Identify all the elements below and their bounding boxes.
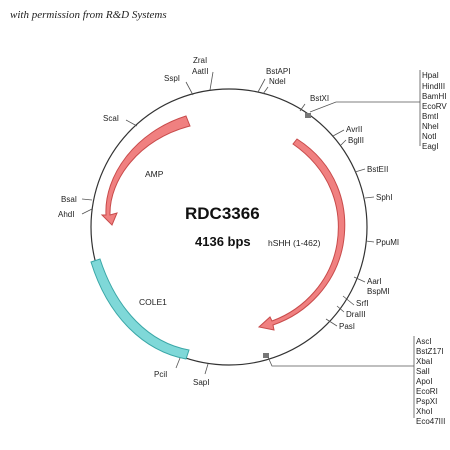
mcs-bottom-item: XhoI: [416, 407, 432, 416]
pasi-tick: [325, 318, 338, 327]
site-label-sphi: SphI: [376, 193, 392, 202]
mcs-bottom-leader: [267, 356, 414, 367]
sapi-tick: [204, 363, 209, 375]
mcs-top-item: BmtI: [422, 112, 438, 121]
mcs-top-item: HpaI: [422, 71, 439, 80]
site-label-aari: AarI: [367, 277, 382, 286]
zral-tick: [209, 71, 214, 91]
site-label-pcii: PciI: [154, 370, 167, 379]
site-label-ahdi: AhdI: [58, 210, 74, 219]
aari-tick: [353, 276, 366, 283]
amp-arrow: [100, 115, 191, 226]
mcs-top-item: EagI: [422, 142, 438, 151]
mcs-bottom-marker: [263, 353, 269, 358]
mcs-bottom-item: AscI: [416, 337, 432, 346]
bglii-tick: [340, 139, 347, 146]
bsteii-tick: [354, 168, 366, 173]
site-label-draiii: DraIII: [346, 310, 366, 319]
site-label-bstapi: BstAPI: [266, 67, 290, 76]
cole1-arc: [90, 258, 190, 360]
sspi-tick: [185, 81, 194, 96]
mcs-bottom-item: SalI: [416, 367, 430, 376]
site-label-aatii: AatII: [192, 67, 208, 76]
site-label-avrii: AvrII: [346, 125, 362, 134]
mcs-bottom-item: PspXI: [416, 397, 437, 406]
scai-tick: [125, 119, 138, 127]
site-label-ppumi: PpuMI: [376, 238, 399, 247]
feature-label-cole1: COLE1: [139, 297, 167, 307]
mcs-bottom-item: EcoRI: [416, 387, 438, 396]
sphi-tick: [364, 196, 375, 199]
avrii-tick: [332, 129, 345, 137]
hshh-arrow: [257, 138, 346, 331]
bstapi-tick: [257, 78, 266, 93]
site-label-zral: ZraI: [193, 56, 207, 65]
mcs-top-item: NotI: [422, 132, 437, 141]
plasmid-name: RDC3366: [185, 204, 260, 223]
mcs-bottom-item: Eco47III: [416, 417, 445, 426]
site-label-bspmi: BspMI: [367, 287, 390, 296]
site-label-scai: ScaI: [103, 114, 119, 123]
site-label-sapi: SapI: [193, 378, 209, 387]
site-label-ndei: NdeI: [269, 77, 286, 86]
permission-note: with permission from R&D Systems: [10, 9, 167, 21]
mcs-top-item: EcoRV: [422, 102, 447, 111]
srfi-tick: [342, 295, 355, 306]
bsai-tick: [81, 198, 93, 201]
site-label-srfi: SrfI: [356, 299, 368, 308]
site-label-bsai: BsaI: [61, 195, 77, 204]
site-label-bsteii: BstEII: [367, 165, 388, 174]
mcs-bottom-item: ApoI: [416, 377, 432, 386]
site-label-bglii: BglII: [348, 136, 364, 145]
feature-label-hshh: hSHH (1-462): [268, 238, 321, 248]
mcs-top-leader: [309, 101, 420, 113]
ndei-tick: [262, 86, 269, 95]
plasmid-backbone: [90, 88, 368, 366]
pcii-tick: [175, 357, 181, 369]
mcs-top-item: BamHI: [422, 92, 446, 101]
draiii-tick: [336, 305, 345, 313]
mcs-bottom-item: XbaI: [416, 357, 432, 366]
mcs-top-item: HindIII: [422, 82, 445, 91]
mcs-top-item: NheI: [422, 122, 439, 131]
ppumi-tick: [365, 240, 375, 243]
feature-label-amp: AMP: [145, 169, 164, 179]
mcs-bottom-item: BstZ17I: [416, 347, 444, 356]
site-label-sspi: SspI: [164, 74, 180, 83]
plasmid-size: 4136 bps: [195, 234, 251, 249]
site-label-pasi: PasI: [339, 322, 355, 331]
bstxi-tick: [299, 103, 306, 112]
ahdi-tick: [81, 208, 93, 215]
mcs-top-marker: [305, 113, 311, 118]
site-label-bstxi: BstXI: [310, 94, 329, 103]
